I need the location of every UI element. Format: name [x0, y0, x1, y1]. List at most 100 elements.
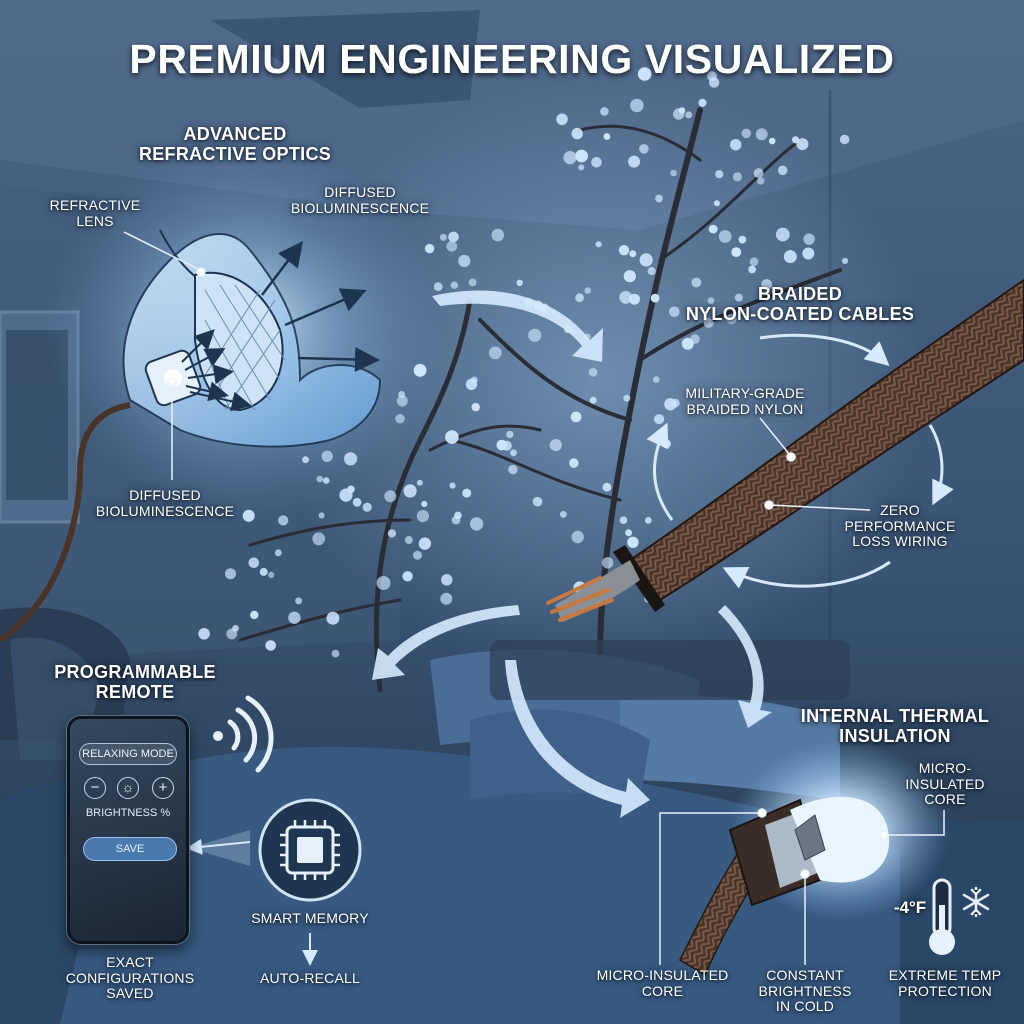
blossom-light [639, 253, 653, 267]
blossom-light [339, 488, 353, 502]
blossom-light [532, 496, 543, 507]
blossom-light [703, 317, 714, 328]
diffused-top-line: DIFFUSED [324, 184, 396, 200]
blossom-light [630, 98, 644, 113]
extreme-temp-label: EXTREME TEMP PROTECTION [870, 967, 1020, 999]
blossom-light [331, 649, 340, 658]
blossom-light [508, 464, 518, 475]
thermal-heading-line: INTERNAL THERMAL [800, 706, 990, 726]
thermal-heading: INTERNAL THERMAL INSULATION [780, 706, 1010, 746]
constant-line: CONSTANT [766, 967, 844, 983]
remote-phone: RELAXING MODE − ☼ + BRIGHTNESS % SAVE [67, 716, 189, 944]
blossom-light [708, 224, 718, 234]
blossom-light [232, 625, 239, 632]
blossom-light [248, 557, 260, 569]
blossom-light [595, 241, 602, 248]
military-grade-line: MILITARY-GRADE [685, 385, 805, 401]
blossom-light [404, 536, 413, 544]
thermal-heading-line: INSULATION [839, 726, 951, 747]
blossom-light [398, 391, 406, 398]
blossom-light [748, 265, 756, 274]
save-button[interactable]: SAVE [83, 837, 177, 861]
blossom-light [445, 430, 459, 444]
remote-heading: PROGRAMMABLE REMOTE [40, 662, 230, 702]
blossom-light [639, 144, 649, 154]
blossom-light [450, 281, 459, 289]
micro-bottom-line: CORE [641, 982, 684, 999]
zero-loss-line: PERFORMANCE [844, 517, 956, 534]
diffused-top-label: DIFFUSED BIOLUMINESCENCE [280, 184, 440, 216]
blossom-light [730, 139, 742, 151]
blossom-light [713, 200, 720, 207]
micro-insulated-bottom-label: MICRO-INSULATED CORE [590, 967, 735, 999]
blossom-light [510, 449, 517, 457]
refractive-lens-line: REFRACTIVE [49, 197, 141, 213]
blossom-light [326, 611, 340, 625]
auto-recall-label: AUTO-RECALL [260, 970, 360, 986]
blossom-light [644, 517, 652, 524]
blossom-light [650, 293, 660, 303]
blossom-light [619, 516, 628, 524]
blossom-light [575, 293, 584, 303]
diffused-bottom-line: BIOLUMINESCENCE [95, 502, 235, 519]
blossom-light [761, 279, 773, 290]
blossom-light [462, 488, 472, 498]
brightness-plus-button[interactable]: + [152, 777, 174, 799]
blossom-light [424, 243, 435, 254]
blossom-light [629, 293, 640, 305]
blossom-light [647, 267, 656, 276]
blossom-light [441, 574, 453, 586]
blossom-light [384, 490, 397, 503]
blossom-light [198, 628, 210, 640]
blossom-light [603, 133, 611, 140]
blossom-light [295, 597, 303, 605]
remote-heading-line: PROGRAMMABLE [54, 662, 216, 682]
military-grade-label: MILITARY-GRADE BRAIDED NYLON [665, 385, 825, 417]
constant-brightness-label: CONSTANT BRIGHTNESS IN COLD [745, 967, 865, 1015]
military-grade-line: BRAIDED NYLON [686, 400, 804, 417]
exact-config-line: SAVED [106, 985, 154, 1002]
brightness-minus-button[interactable]: − [84, 777, 106, 799]
extreme-temp-line: PROTECTION [898, 982, 992, 999]
blossom-light [755, 128, 768, 141]
blossom-light [741, 128, 752, 139]
blossom-light [578, 164, 585, 171]
blossom-light [775, 227, 790, 242]
blossom-light [803, 233, 815, 245]
blossom-light [619, 290, 633, 304]
blossom-light [768, 137, 776, 145]
blossom-light [278, 515, 289, 526]
blossom-light [618, 245, 630, 256]
exact-config-line: EXACT [106, 954, 154, 970]
blossom-light [623, 270, 636, 283]
blossom-light [661, 439, 671, 449]
blossom-light [757, 177, 765, 185]
blossom-light [549, 439, 562, 452]
smart-memory-label: SMART MEMORY [251, 910, 369, 926]
blossom-light [628, 155, 641, 168]
blossom-light [318, 512, 325, 519]
blossom-light [418, 537, 432, 550]
blossom-light [588, 368, 598, 377]
exact-configurations-label: EXACT CONFIGURATIONS SAVED [45, 954, 215, 1002]
micro-top-line: INSULATED [905, 775, 985, 792]
blossom-light [738, 235, 747, 244]
relaxing-mode-button[interactable]: RELAXING MODE [79, 743, 177, 765]
blossom-light [560, 510, 567, 518]
cables-heading: BRAIDED NYLON-COATED CABLES [650, 284, 950, 324]
blossom-light [842, 257, 849, 264]
blossom-light [563, 151, 577, 165]
blossom-light [734, 293, 743, 302]
blossom-light [528, 328, 542, 342]
flower-lamp-icon [122, 229, 382, 448]
blossom-light [402, 571, 413, 582]
blossom-light [225, 568, 236, 580]
blossom-light [439, 233, 447, 241]
zero-loss-line: ZERO [880, 502, 920, 518]
blossom-light [458, 254, 471, 267]
led-bulb-icon [679, 740, 950, 977]
blossom-light [242, 509, 255, 522]
blossom-light [698, 98, 707, 107]
blossom-light [839, 134, 850, 145]
